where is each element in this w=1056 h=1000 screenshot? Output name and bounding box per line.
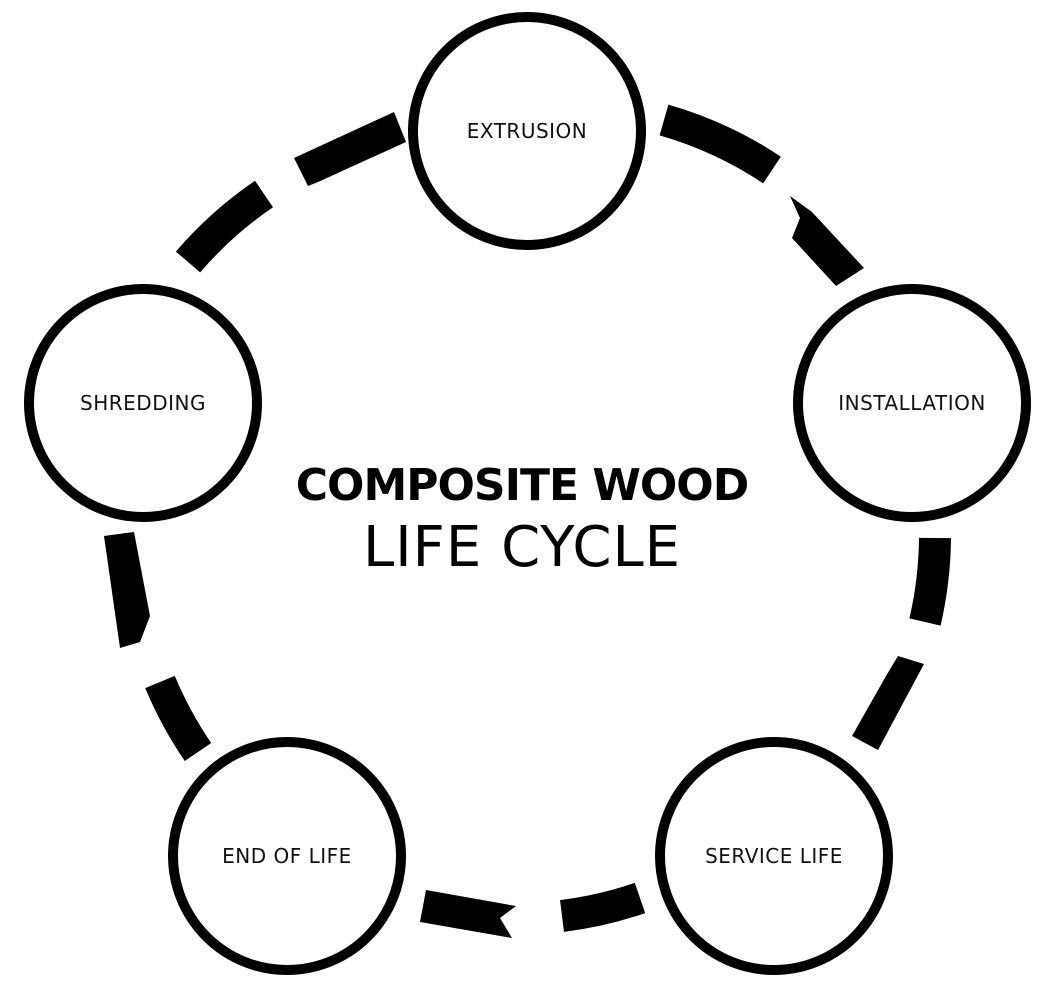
stage-extrusion: EXTRUSION [408,12,646,250]
stage-shredding-circle [24,284,262,522]
stage-service-life-circle [655,737,893,975]
arrow-shredding-to-extrusion [175,180,274,273]
arrow-extrusion-to-installation [659,104,781,184]
stage-shredding: SHREDDING [24,284,262,522]
diagram-title: COMPOSITE WOOD LIFE CYCLE [296,460,749,580]
stage-end-of-life-circle [168,737,406,975]
stage-extrusion-circle [408,12,646,250]
stage-shredding-label: SHREDDING [80,391,206,415]
title-line-1: COMPOSITE WOOD [296,460,748,511]
cycle-arrows [104,104,951,938]
arrowhead-installation-to-service-life [852,656,924,750]
stage-service-life: SERVICE LIFE [655,737,893,975]
arrow-service-life-to-end-of-life [559,882,646,932]
title-line-2: LIFE CYCLE [363,515,681,580]
arrowhead-service-life-to-end-of-life [420,890,516,938]
stage-extrusion-label: EXTRUSION [467,119,588,143]
arrowhead-extrusion-to-installation [790,196,864,286]
stage-installation-circle [793,284,1031,522]
arrowhead-end-of-life-to-shredding [104,532,150,648]
arrow-installation-to-service-life [909,537,951,626]
stage-installation-label: INSTALLATION [838,391,986,415]
stage-installation: INSTALLATION [793,284,1031,522]
stage-service-life-label: SERVICE LIFE [705,844,843,868]
stage-end-of-life: END OF LIFE [168,737,406,975]
stage-end-of-life-label: END OF LIFE [222,844,352,868]
arrowhead-shredding-to-extrusion [294,112,406,186]
arrow-end-of-life-to-shredding [145,675,212,762]
